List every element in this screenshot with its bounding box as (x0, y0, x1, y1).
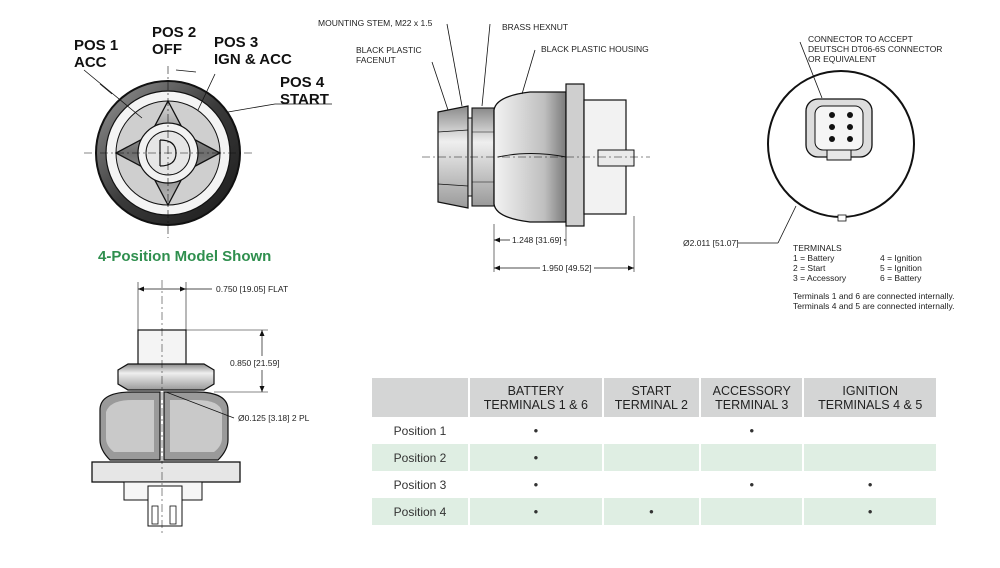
bottom-view (91, 280, 268, 534)
front-view (83, 66, 332, 238)
cell-battery: • (468, 471, 603, 498)
row-label: Position 4 (372, 498, 469, 525)
cell-accessory (699, 444, 804, 471)
terminals-title: TERMINALS (793, 243, 842, 253)
cell-accessory: • (699, 417, 804, 444)
brass-hexnut-label: BRASS HEXNUT (502, 22, 569, 32)
table-row: Position 3 • • • (372, 471, 936, 498)
cell-ignition: • (802, 471, 936, 498)
diameter-label: Ø2.011 [51.07] (683, 238, 739, 248)
row-label: Position 3 (393, 477, 447, 492)
table-row: Position 4 • • • (372, 498, 936, 525)
cell-ignition (802, 417, 936, 444)
cell-battery: • (468, 417, 603, 444)
terminals-left: 1 = Battery 2 = Start 3 = Accessory (793, 253, 847, 283)
cell-battery: • (468, 498, 603, 525)
side-view (422, 23, 650, 272)
terminals-right: 4 = Ignition 5 = Ignition 6 = Battery (880, 253, 922, 283)
cell-ignition (802, 444, 936, 471)
cell-accessory: • (699, 471, 804, 498)
cell-ignition: • (802, 498, 936, 525)
dim-holes: Ø0.125 [3.18] 2 PL (238, 413, 310, 423)
table-row: Position 1 • • (372, 417, 936, 444)
terminal-notes: Terminals 1 and 6 are connected internal… (793, 291, 955, 311)
dim-1248: 1.248 [31.69] (510, 235, 564, 245)
rear-view (738, 41, 915, 244)
dim-height: 0.850 [21.59] (230, 356, 280, 370)
row-label: Position 1 (393, 423, 447, 438)
dim-1950: 1.950 [49.52] (540, 263, 594, 273)
connector-note: CONNECTOR TO ACCEPT DEUTSCH DT06-6S CONN… (808, 34, 943, 64)
housing-label: BLACK PLASTIC HOUSING (541, 44, 649, 54)
cell-start (601, 417, 701, 444)
mounting-stem-label: MOUNTING STEM, M22 x 1.5 (318, 18, 433, 28)
header-blank (372, 378, 469, 417)
cell-accessory (699, 498, 804, 525)
dim-flat: 0.750 [19.05] FLAT (216, 284, 289, 294)
cell-start: • (601, 498, 701, 525)
table-row: Position 2 • (372, 444, 936, 471)
cell-start (601, 471, 701, 498)
cell-battery: • (468, 444, 603, 471)
model-caption: 4-Position Model Shown (98, 248, 272, 265)
cell-start (601, 444, 701, 471)
row-label: Position 2 (372, 444, 469, 471)
